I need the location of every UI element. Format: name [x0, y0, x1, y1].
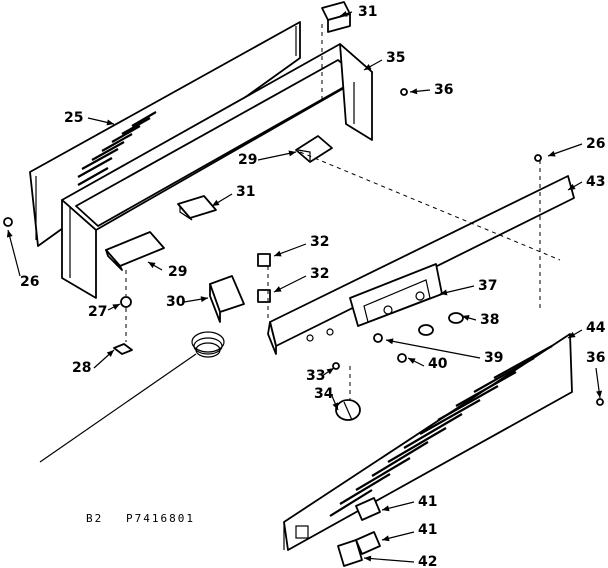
callout-labels: 31 35 36 25 29 26 43 31 32 32 26 29 30 37 27 38 28 39 33 40… [6, 4, 606, 568]
callout-arrowhead [364, 63, 372, 70]
hardware-items [3, 88, 604, 406]
callout-number: 27 [88, 304, 107, 320]
callout-arrowhead [410, 88, 418, 95]
front-trim-frame [61, 43, 373, 299]
drawing-part-code: P7416801 [126, 512, 195, 525]
lower-grille-panel [283, 333, 573, 551]
callout-arrowhead [548, 150, 556, 157]
callout-number: 41 [418, 494, 437, 510]
callout-arrowhead [112, 304, 120, 310]
callout-arrowhead [6, 230, 13, 238]
callout-arrowhead [340, 10, 348, 17]
callout-arrowhead [106, 119, 114, 126]
callout-arrowhead [106, 350, 114, 357]
callout-number: 43 [586, 174, 605, 190]
callout-number: 35 [386, 50, 405, 66]
callout-number: 34 [314, 386, 334, 402]
callout-arrowhead [382, 535, 390, 542]
bracket-lower [105, 231, 165, 271]
callout-arrowhead [332, 402, 338, 410]
callout-leader [385, 339, 481, 359]
callout-arrowhead [148, 262, 156, 269]
callout-arrowhead [200, 296, 208, 303]
callout-number: 29 [168, 264, 187, 280]
callout-number: 33 [306, 368, 325, 384]
callout-arrowhead [326, 368, 334, 375]
callout-number: 37 [478, 278, 497, 294]
callout-number: 28 [72, 360, 91, 376]
callout-number: 32 [310, 266, 329, 282]
push-button-upper [355, 497, 381, 521]
bracket-upper [295, 135, 333, 163]
callout-number: 31 [358, 4, 377, 20]
callout-number: 39 [484, 350, 503, 366]
callout-number: 40 [428, 356, 448, 372]
rocker-switch [337, 539, 363, 567]
switch-lower [257, 289, 271, 303]
thermostat-switch [39, 275, 245, 463]
clip-upper [321, 1, 351, 33]
callout-arrowhead [408, 358, 416, 364]
callout-arrowhead [568, 331, 576, 338]
callout-number: 42 [418, 554, 437, 568]
callout-arrowhead [462, 315, 470, 321]
callout-arrowhead [274, 286, 282, 292]
callout-number: 44 [586, 320, 606, 336]
callout-arrowhead [274, 250, 282, 257]
callout-number: 32 [310, 234, 329, 250]
callout-arrowhead [212, 199, 220, 206]
callout-arrowhead [568, 183, 576, 190]
callout-number: 30 [166, 294, 186, 310]
alignment-lines [125, 24, 561, 400]
push-button-lower [355, 531, 381, 555]
callout-arrowhead [382, 505, 390, 512]
callout-number: 38 [480, 312, 499, 328]
callout-arrowhead [596, 390, 603, 398]
callout-arrowhead [440, 289, 448, 296]
clip-lower [177, 195, 217, 221]
callout-number: 36 [434, 82, 453, 98]
callout-number: 26 [20, 274, 39, 290]
callout-number: 31 [236, 184, 255, 200]
callout-arrowhead [364, 555, 372, 562]
callout-number: 41 [418, 522, 437, 538]
callout-arrowhead [386, 338, 394, 345]
callout-number: 25 [64, 110, 83, 126]
switch-upper [257, 253, 271, 267]
callout-number: 36 [586, 350, 605, 366]
callout-leader [363, 557, 415, 563]
control-panel-strip [267, 175, 575, 355]
callout-number: 26 [586, 136, 605, 152]
callout-arrowhead [288, 150, 296, 157]
callout-leader [7, 229, 21, 277]
control-knob [335, 399, 361, 421]
drawing-sheet-label: B2 [86, 512, 103, 525]
callout-number: 29 [238, 152, 257, 168]
